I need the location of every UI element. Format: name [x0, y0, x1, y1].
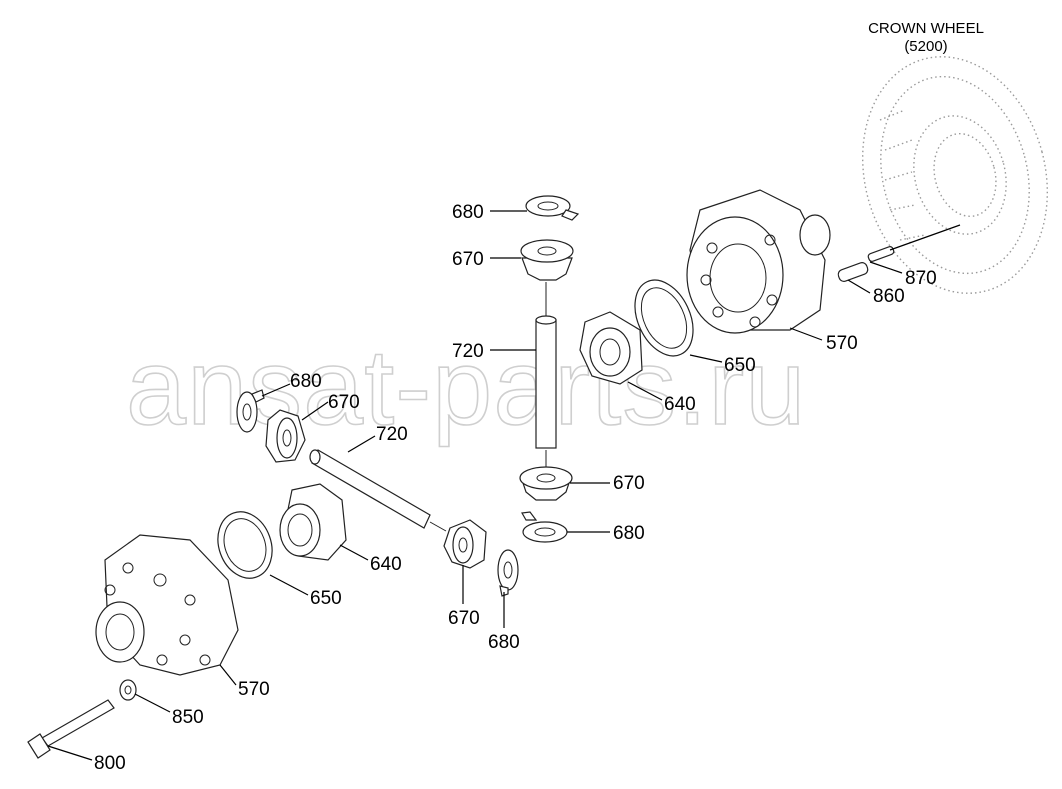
- case-half-570-right: [686, 189, 831, 334]
- callout-670-bottom: 670: [448, 608, 480, 629]
- side-pinion-670-bottom: [443, 519, 487, 569]
- callout-870: 870: [905, 268, 937, 289]
- callout-650-right: 650: [724, 355, 756, 376]
- callout-860: 860: [873, 286, 905, 307]
- callout-570-left: 570: [238, 679, 270, 700]
- crown-wheel-phantom: [861, 56, 1049, 294]
- callout-670-left: 670: [328, 392, 360, 413]
- callout-680-left: 680: [290, 371, 322, 392]
- case-half-570-left: [95, 534, 239, 676]
- callout-670-mid: 670: [613, 473, 645, 494]
- leader-lines: [47, 210, 903, 761]
- callout-800: 800: [94, 753, 126, 774]
- pinion-shaft-720-vertical: [535, 282, 557, 468]
- callout-570-right: 570: [826, 333, 858, 354]
- pin-860: [837, 262, 869, 282]
- side-pinion-670-mid: [519, 466, 573, 501]
- washer-850: [119, 679, 137, 701]
- callout-640-right: 640: [664, 394, 696, 415]
- callout-680-mid: 680: [613, 523, 645, 544]
- thrust-washer-680-bottom: [497, 549, 519, 597]
- thrust-washer-680-top: [525, 195, 580, 221]
- callout-670-top: 670: [452, 249, 484, 270]
- side-pinion-670-left: [265, 409, 306, 463]
- callout-640-left: 640: [370, 554, 402, 575]
- side-gear-640-right: [579, 311, 643, 385]
- thrust-washer-650-left: [217, 511, 273, 579]
- watermark-text: ansat-parts.ru: [126, 326, 806, 447]
- side-pinion-670-top: [520, 239, 574, 281]
- pinion-shaft-720-horizontal: [309, 449, 447, 532]
- side-gear-640-left: [279, 483, 347, 561]
- crown-wheel-ref: (5200): [904, 38, 947, 55]
- pin-870: [867, 246, 895, 262]
- callout-720-left: 720: [376, 424, 408, 445]
- callout-850: 850: [172, 707, 204, 728]
- callout-680-top: 680: [452, 202, 484, 223]
- thrust-washer-650-right: [634, 279, 694, 357]
- crown-wheel-title: CROWN WHEEL: [868, 20, 984, 37]
- callout-650-left: 650: [310, 588, 342, 609]
- thrust-washer-680-left: [236, 389, 265, 433]
- callout-680-bottom: 680: [488, 632, 520, 653]
- callout-720-right: 720: [452, 341, 484, 362]
- bolt-800: [27, 699, 115, 759]
- thrust-washer-680-mid: [521, 511, 568, 543]
